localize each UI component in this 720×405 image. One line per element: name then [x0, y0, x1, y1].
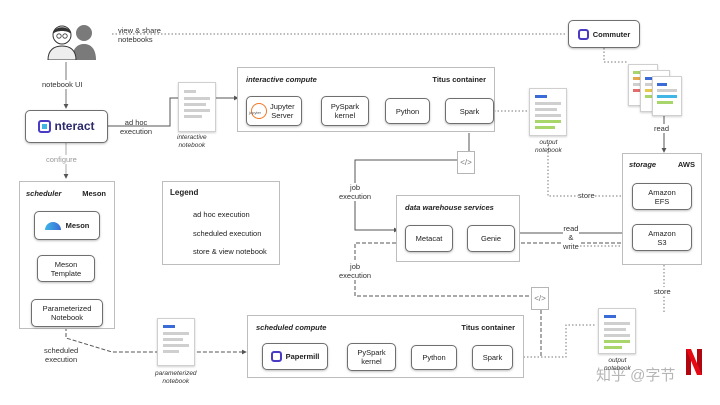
- pyspark-kernel-interactive-node[interactable]: PySpark kernel: [321, 96, 369, 126]
- read-label: read: [654, 124, 670, 133]
- nteract-logo-icon: [38, 120, 52, 133]
- storage-title: storage: [629, 160, 657, 169]
- nteract-node[interactable]: nteract: [25, 110, 108, 143]
- meson-template-node[interactable]: Meson Template: [37, 255, 95, 282]
- commuter-logo-icon: [577, 28, 589, 40]
- scheduled-titus-label: Titus container: [461, 323, 515, 332]
- notebook-ui-label: notebook UI: [40, 80, 85, 89]
- amazon-efs-node[interactable]: Amazon EFS: [632, 183, 692, 210]
- legend: Legend ad hoc execution scheduled execut…: [162, 181, 280, 265]
- jupyter-server-label: Jupyter Server: [270, 102, 295, 120]
- papermill-logo-icon: [270, 351, 282, 362]
- spark-scheduled-node[interactable]: Spark: [472, 345, 513, 370]
- meson-label: Meson: [65, 221, 90, 230]
- spark-interactive-node[interactable]: Spark: [445, 98, 494, 124]
- netflix-logo: [684, 348, 704, 376]
- commuter-node[interactable]: Commuter: [568, 20, 640, 48]
- legend-title: Legend: [170, 188, 199, 197]
- data-warehouse-title: data warehouse services: [405, 203, 494, 212]
- interactive-titus-label: Titus container: [432, 75, 486, 84]
- output-notebook-bottom-doc: [598, 308, 636, 354]
- notebook-stack-doc-3: [652, 76, 682, 116]
- commuter-label: Commuter: [592, 29, 631, 39]
- parameterized-notebook-doc: [157, 318, 195, 366]
- python-interactive-node[interactable]: Python: [385, 98, 430, 124]
- output-notebook-bottom-label: output notebook: [604, 357, 631, 372]
- python-scheduled-node[interactable]: Python: [411, 345, 457, 370]
- view-share-label: view & share notebooks: [118, 26, 161, 44]
- users-icon: [44, 22, 100, 61]
- output-notebook-top-label: output notebook: [535, 139, 562, 154]
- scheduler-meson-label: Meson: [82, 189, 106, 198]
- amazon-s3-node[interactable]: Amazon S3: [632, 224, 692, 251]
- interactive-notebook-label: interactive notebook: [177, 134, 207, 149]
- parameterized-notebook-label: parameterized notebook: [155, 370, 197, 385]
- meson-node[interactable]: Meson: [34, 211, 100, 240]
- metacat-node[interactable]: Metacat: [405, 225, 453, 252]
- papermill-node[interactable]: Papermill: [262, 343, 328, 370]
- interactive-compute-title: interactive compute: [246, 75, 317, 84]
- watermark: 知乎 @字节: [596, 367, 676, 384]
- job-execution-bottom-label: job execution: [339, 262, 372, 280]
- jupyter-logo-icon: jupyter: [249, 103, 267, 119]
- code-icon: </>: [457, 151, 475, 174]
- output-notebook-top-doc: [529, 88, 567, 136]
- papermill-label: Papermill: [285, 352, 320, 361]
- legend-item-ad-hoc: ad hoc execution: [193, 210, 250, 219]
- genie-node[interactable]: Genie: [467, 225, 515, 252]
- store-label-bottom: store: [654, 287, 671, 296]
- store-label-mid: store: [578, 191, 595, 200]
- read-write-label: read & write: [563, 224, 579, 251]
- code-icon: </>: [531, 287, 549, 310]
- parameterized-notebook-node[interactable]: Parameterized Notebook: [31, 299, 103, 327]
- pyspark-kernel-scheduled-node[interactable]: PySpark kernel: [347, 343, 396, 371]
- jupyter-server-node[interactable]: jupyter Jupyter Server: [246, 96, 302, 126]
- scheduler-title: scheduler: [26, 189, 62, 198]
- legend-item-store-view: store & view notebook: [193, 247, 267, 256]
- meson-logo-icon: [44, 221, 61, 230]
- aws-label: AWS: [677, 160, 695, 169]
- scheduled-execution-label: scheduled execution: [44, 346, 79, 364]
- nteract-label: nteract: [54, 119, 95, 133]
- interactive-notebook-doc: [178, 82, 216, 132]
- configure-label: configure: [44, 155, 79, 164]
- ad-hoc-execution-label: ad hoc execution: [120, 118, 153, 136]
- scheduled-compute-title: scheduled compute: [256, 323, 327, 332]
- legend-item-scheduled: scheduled execution: [193, 229, 262, 238]
- job-execution-top-label: job execution: [339, 183, 372, 201]
